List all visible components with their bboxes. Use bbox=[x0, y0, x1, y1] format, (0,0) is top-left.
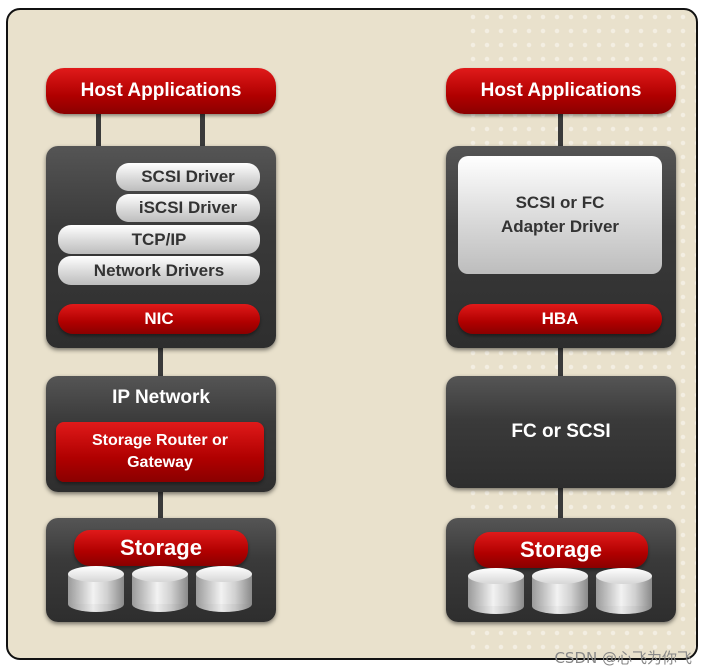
left-host-applications-label: Host Applications bbox=[80, 80, 242, 101]
network-drivers-label: Network Drivers bbox=[93, 260, 225, 280]
right-line-fc-storage bbox=[558, 486, 563, 520]
right-disk-icon-3 bbox=[596, 568, 652, 614]
fc-or-scsi-label: FC or SCSI bbox=[511, 421, 611, 442]
tcpip-label: TCP/IP bbox=[131, 229, 187, 249]
left-disk-icon-3 bbox=[196, 566, 252, 612]
diagram-frame: Host Applications SCSI Driver iSCSI Driv… bbox=[6, 8, 698, 660]
watermark: CSDN @心飞为你飞 bbox=[554, 649, 692, 667]
storage-router-label-line2: Gateway bbox=[127, 454, 193, 471]
fc-or-scsi-box bbox=[446, 376, 676, 488]
iscsi-driver-label: iSCSI Driver bbox=[138, 198, 238, 217]
left-line-scsi bbox=[200, 110, 205, 174]
left-storage-pill: Storage bbox=[74, 530, 248, 566]
storage-router-box: Storage Router or Gateway bbox=[56, 422, 264, 482]
hba-label: HBA bbox=[541, 309, 579, 328]
adapter-driver-label-line2: Adapter Driver bbox=[500, 217, 620, 236]
scsi-driver-pill: SCSI Driver bbox=[116, 163, 260, 191]
network-drivers-pill: Network Drivers bbox=[58, 256, 260, 285]
right-line-hba-fc bbox=[558, 344, 563, 378]
right-storage-label: Storage bbox=[520, 537, 602, 562]
right-disk-icon-2 bbox=[532, 568, 588, 614]
right-line-host-adapter bbox=[558, 110, 563, 150]
adapter-driver-box: SCSI or FC Adapter Driver bbox=[458, 156, 662, 274]
left-disk-icon-1 bbox=[68, 566, 124, 612]
tcpip-pill: TCP/IP bbox=[58, 225, 260, 254]
right-host-applications-label: Host Applications bbox=[480, 80, 642, 101]
left-line-network-storage bbox=[158, 490, 163, 520]
right-storage-pill: Storage bbox=[474, 532, 648, 568]
right-host-applications: Host Applications bbox=[446, 68, 676, 114]
iscsi-driver-pill: iSCSI Driver bbox=[116, 194, 260, 222]
scsi-driver-label: SCSI Driver bbox=[141, 167, 235, 186]
left-host-applications: Host Applications bbox=[46, 68, 276, 114]
left-line-nic-network bbox=[158, 344, 163, 378]
nic-bar: NIC bbox=[58, 304, 260, 334]
adapter-driver-label-line1: SCSI or FC bbox=[515, 193, 605, 212]
ip-network-label: IP Network bbox=[112, 387, 210, 408]
hba-bar: HBA bbox=[458, 304, 662, 334]
right-disk-icon-1 bbox=[468, 568, 524, 614]
nic-label: NIC bbox=[144, 309, 174, 328]
storage-router-label-line1: Storage Router or bbox=[91, 432, 228, 449]
left-storage-label: Storage bbox=[120, 535, 202, 560]
left-disk-icon-2 bbox=[132, 566, 188, 612]
